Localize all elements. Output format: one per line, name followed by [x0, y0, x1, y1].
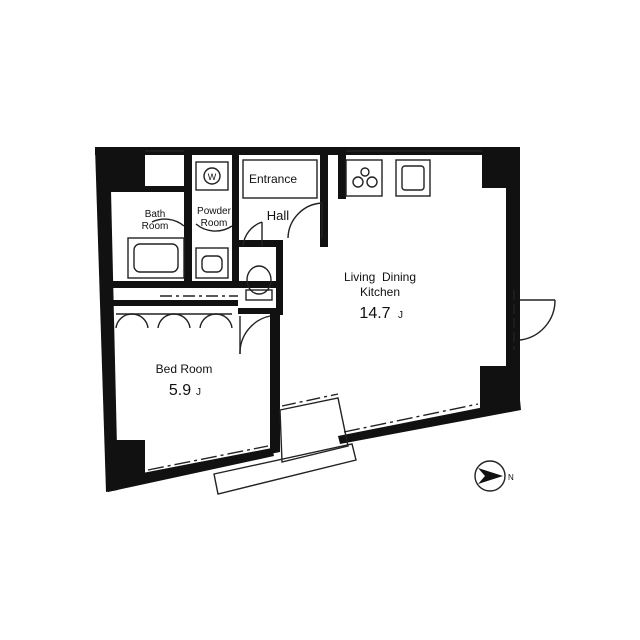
svg-text:W: W — [208, 172, 217, 182]
ldk-area: 14.7 — [359, 305, 390, 322]
svg-text:N: N — [508, 473, 514, 482]
entrance-label: Entrance — [249, 172, 297, 186]
washbasin-icon — [195, 247, 229, 279]
bed-room-label: Bed Room — [156, 362, 213, 376]
bathtub-icon — [127, 237, 185, 279]
powder-room-label-line2: Room — [201, 218, 228, 229]
interior-walls — [110, 147, 346, 454]
ldk-label-line2: Kitchen — [360, 285, 400, 299]
bath-room-label-line1: Bath — [145, 209, 166, 220]
washer-icon: W — [195, 161, 229, 191]
ldk-area-unit: J — [398, 310, 403, 321]
sink-icon — [395, 159, 431, 197]
ldk-label-line1: Living Dining — [344, 270, 416, 284]
powder-room-label-line1: Powder — [197, 206, 232, 217]
bed-room-area: 5.9 — [169, 382, 191, 399]
hall-label: Hall — [267, 208, 290, 223]
outer-walls — [95, 147, 521, 492]
stove-icon — [345, 159, 383, 197]
bed-room-area-unit: J — [196, 387, 201, 398]
fixtures — [115, 150, 556, 495]
north-arrow-icon: N — [474, 460, 514, 492]
bath-room-label-line2: Room — [142, 221, 169, 232]
toilet-icon — [245, 265, 273, 301]
